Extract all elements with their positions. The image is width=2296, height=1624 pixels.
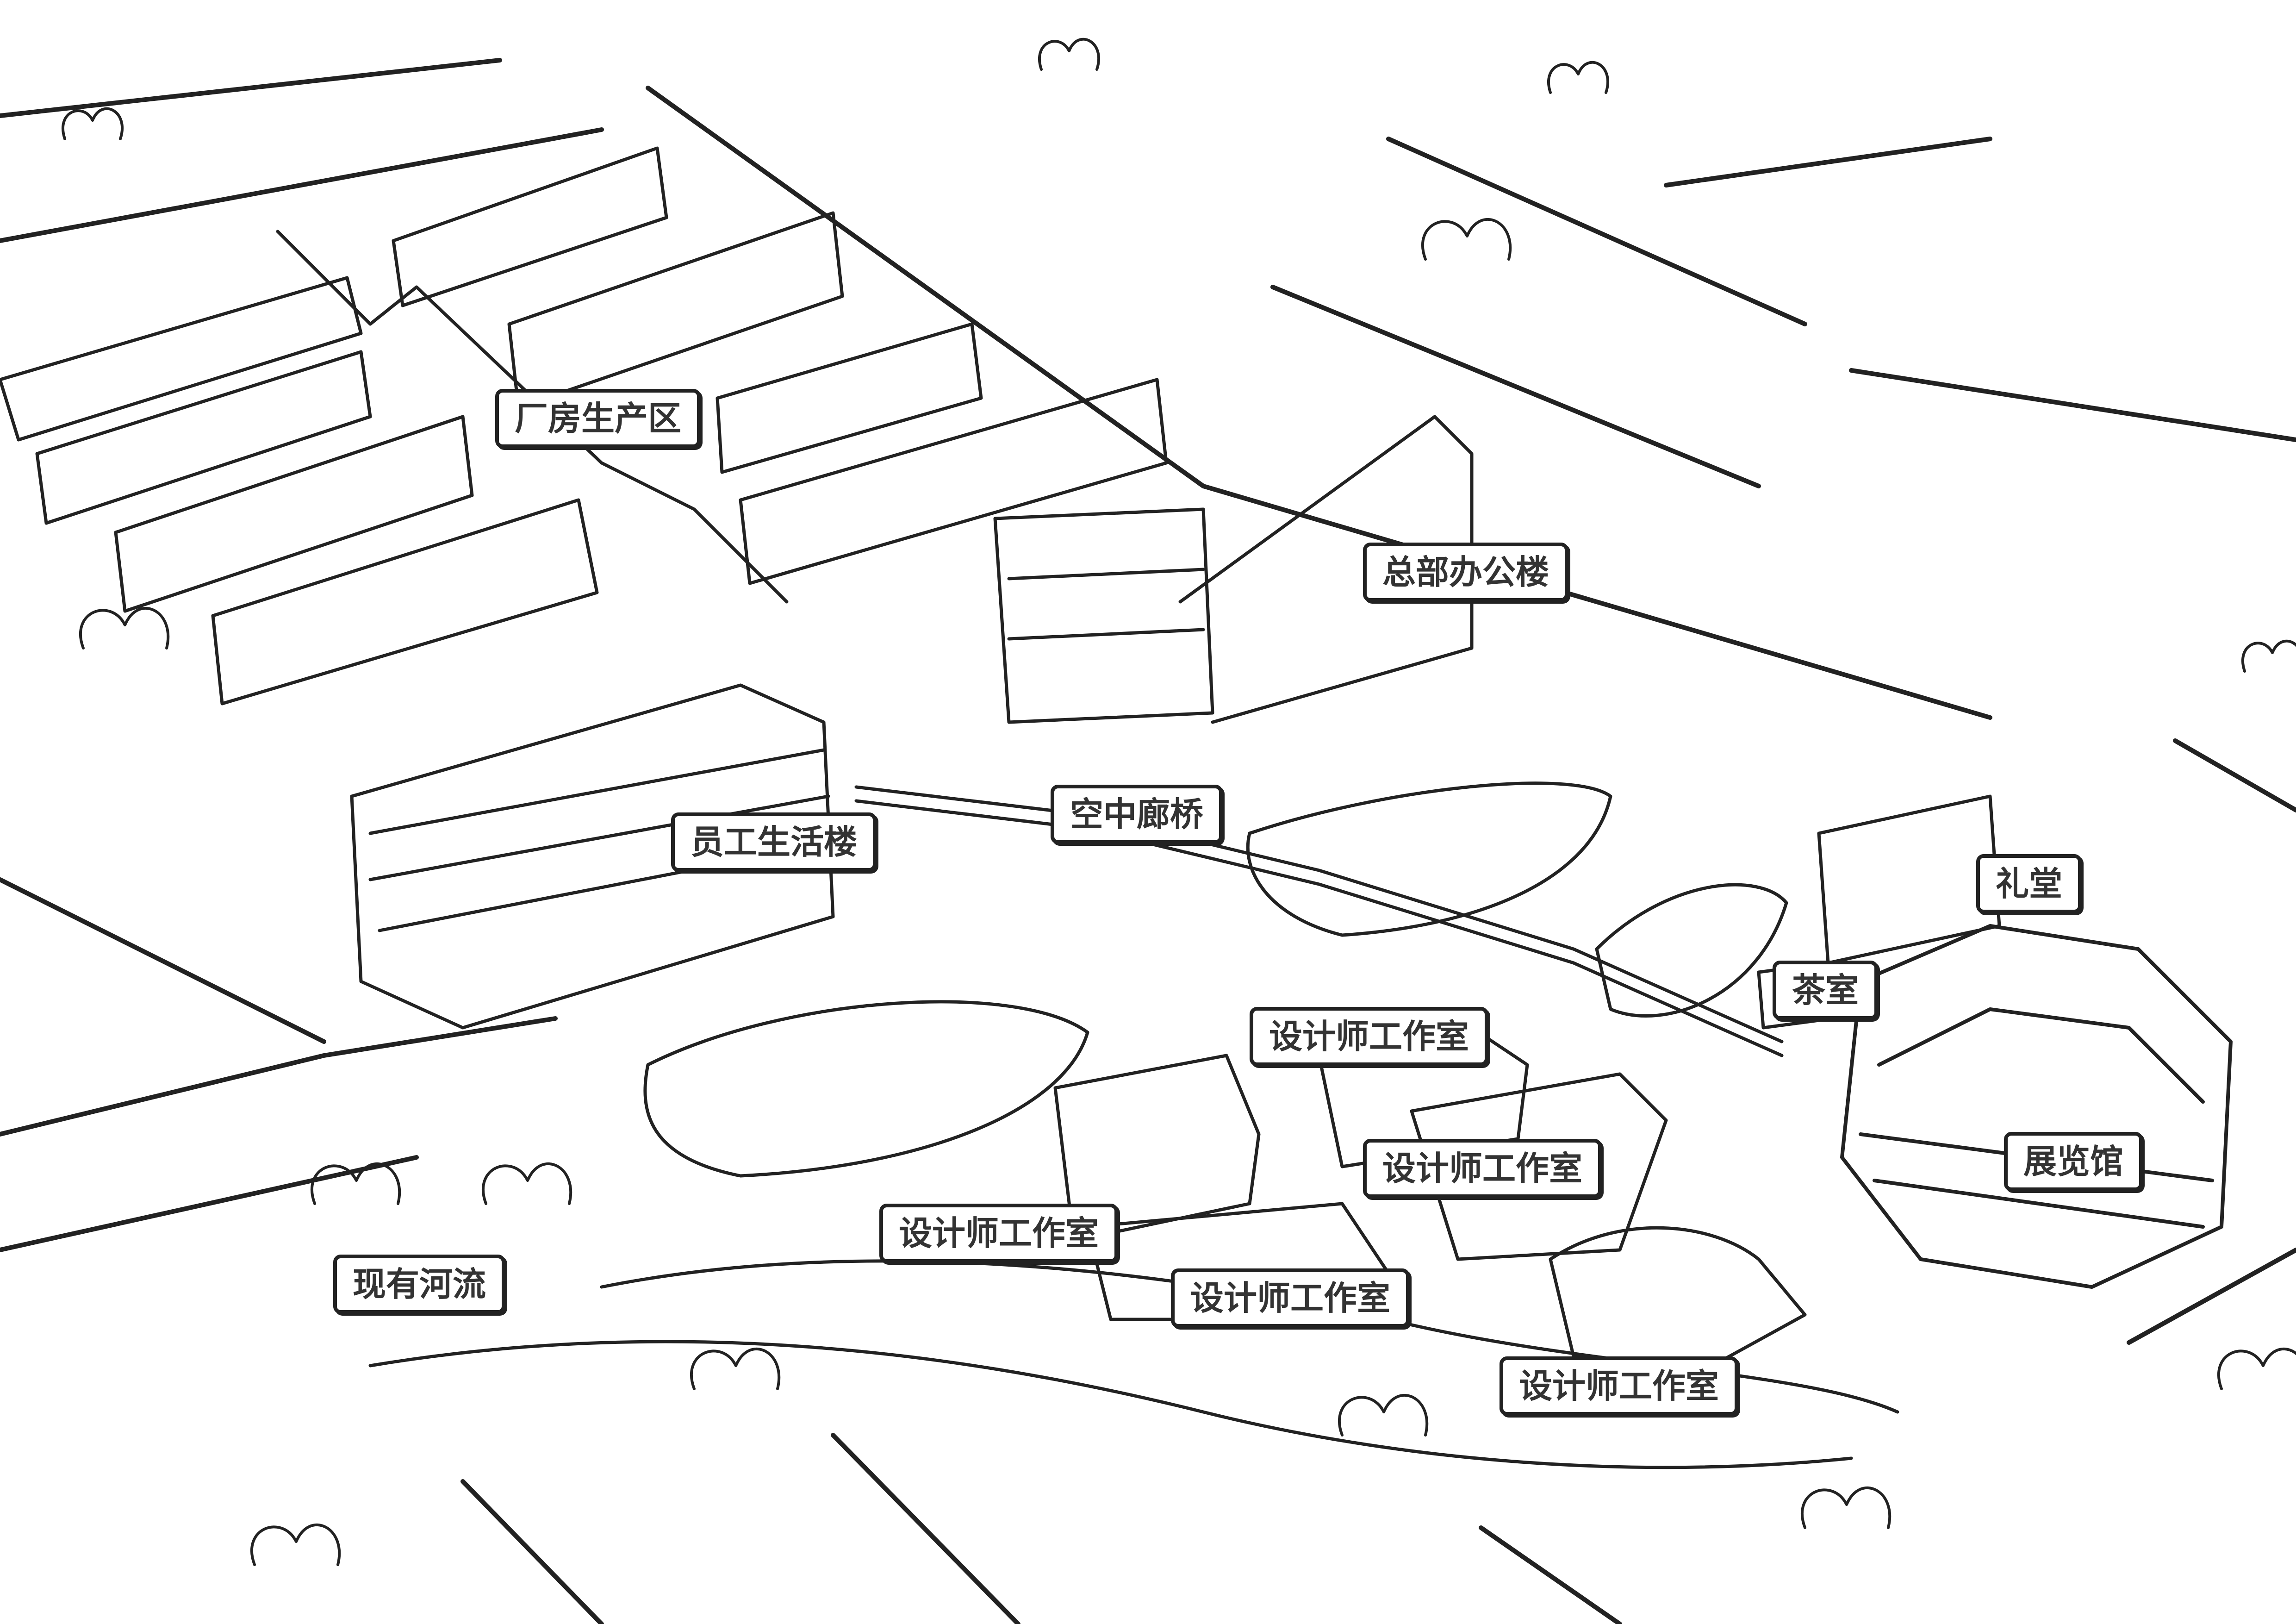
label-tea-room: 茶室	[1773, 961, 1879, 1020]
label-designer-studio: 设计师工作室	[1171, 1268, 1410, 1328]
label-sky-corridor: 空中廊桥	[1051, 785, 1223, 844]
hq-building	[993, 415, 1474, 724]
staff-building	[350, 683, 835, 1030]
label-existing-river: 现有河流	[333, 1255, 506, 1314]
label-exhibition-hall: 展览馆	[2004, 1132, 2143, 1191]
exhibition-hall	[1840, 924, 2233, 1289]
label-designer-studio: 设计师工作室	[1500, 1356, 1739, 1416]
label-designer-studio: 设计师工作室	[1363, 1139, 1602, 1198]
tree-canopies	[61, 37, 2296, 1566]
label-designer-studio: 设计师工作室	[1250, 1007, 1489, 1066]
sky-corridor	[854, 785, 1784, 1057]
label-hq-office-building: 总部办公楼	[1363, 543, 1569, 602]
factory-buildings	[0, 146, 1168, 706]
label-auditorium: 礼堂	[1976, 854, 2082, 913]
label-factory-production-area: 厂房生产区	[495, 389, 701, 448]
label-designer-studio: 设计师工作室	[879, 1204, 1119, 1263]
label-staff-living-building: 员工生活楼	[671, 812, 877, 872]
